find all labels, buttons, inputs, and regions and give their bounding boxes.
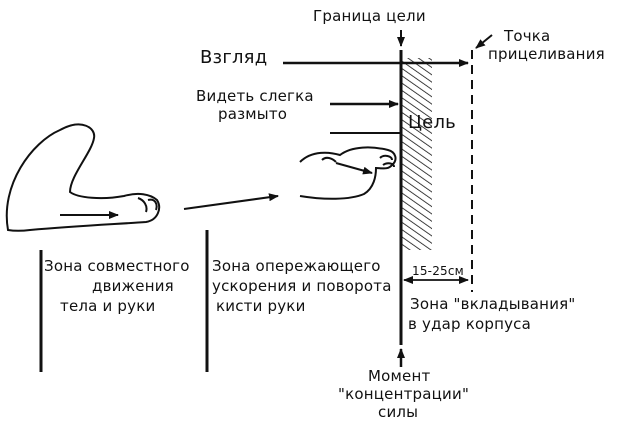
aim-point-label-line1: Точка (504, 27, 551, 45)
gaze-label: Взгляд (200, 47, 268, 68)
zone-joint-label-line2: движения (92, 277, 174, 295)
motion-arrow (183, 193, 279, 210)
fist-arrow (335, 162, 373, 175)
arm-sketch (5, 123, 161, 232)
moment-label-line3: силы (378, 403, 419, 421)
target-label: Цель (408, 112, 456, 133)
zone-accel-label-line2: ускорения и поворота (212, 277, 392, 295)
zone-insert-label-line2: в удар корпуса (408, 315, 532, 333)
zone-insert-label-line1: Зона "вкладывания" (410, 295, 576, 313)
zone-joint-label-line3: тела и руки (60, 297, 156, 315)
see-blurred-label-line2: размыто (218, 105, 288, 123)
fist-sketch (299, 146, 397, 200)
moment-label-line1: Момент (368, 367, 431, 385)
zone-joint-label-line1: Зона совместного (44, 257, 190, 275)
target-border-label: Граница цели (313, 7, 426, 25)
zone-accel-label-line3: кисти руки (216, 297, 306, 315)
zone-accel-label-line1: Зона опережающего (212, 257, 381, 275)
distance-label: 15-25см (412, 264, 464, 278)
target-hatch (401, 58, 432, 250)
moment-label-line2: "концентрации" (338, 385, 470, 403)
see-blurred-label-line1: Видеть слегка (196, 87, 314, 105)
aim-point-arrow (475, 34, 493, 49)
aim-point-label-line2: прицеливания (488, 45, 605, 63)
